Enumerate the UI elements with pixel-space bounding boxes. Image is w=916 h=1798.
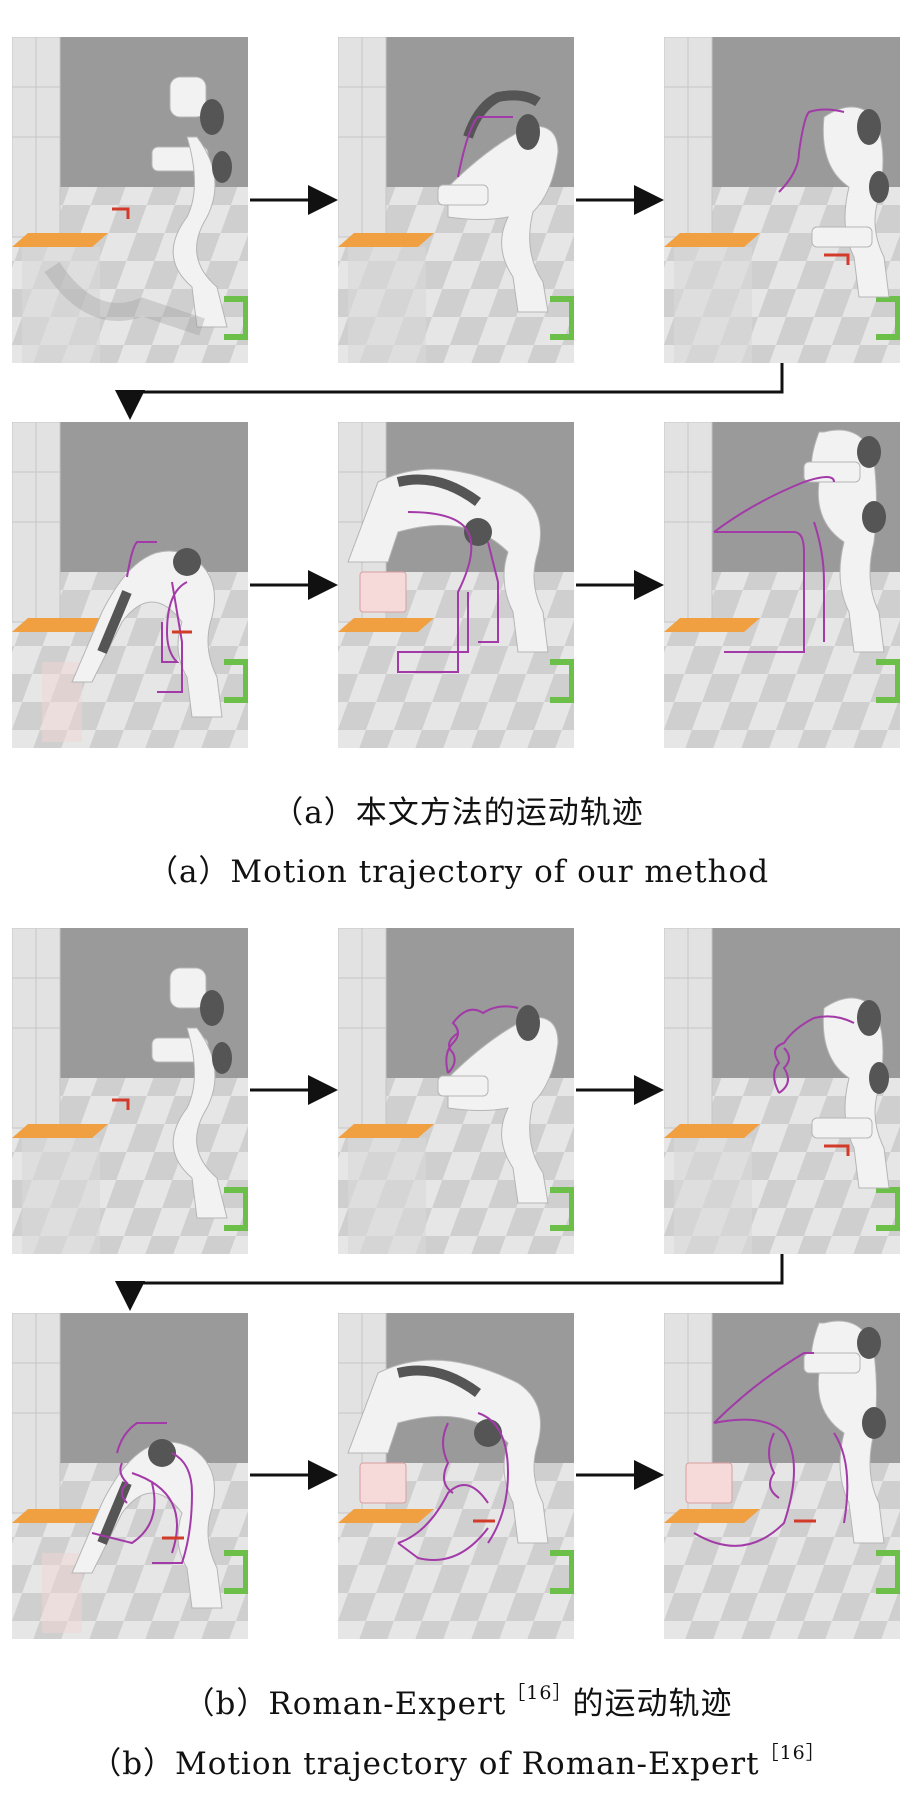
scene-b4-image — [12, 1313, 248, 1639]
scene-a3 — [664, 37, 900, 363]
scene-b2 — [338, 928, 574, 1254]
scene-b4 — [12, 1313, 248, 1639]
caption-b-en: （b）Motion trajectory of Roman-Expert［16］ — [0, 1738, 916, 1783]
scene-a1 — [12, 37, 248, 363]
scene-a1-image — [12, 37, 248, 363]
scene-b1-image — [12, 928, 248, 1254]
scene-a2-image — [338, 37, 574, 363]
scene-a4-image — [12, 422, 248, 748]
scene-a5-image — [338, 422, 574, 748]
scene-b1 — [12, 928, 248, 1254]
scene-b6-image — [664, 1313, 900, 1639]
scene-a5 — [338, 422, 574, 748]
scene-b3-image — [664, 928, 900, 1254]
scene-b2-image — [338, 928, 574, 1254]
caption-b-en-ref: ［16］ — [759, 1741, 826, 1764]
arrow-a-wrap — [115, 363, 784, 420]
trajectory-line — [457, 116, 513, 178]
caption-b-zh: （b）Roman-Expert［16］的运动轨迹 — [0, 1678, 916, 1723]
scene-a3-image — [664, 37, 900, 363]
scene-a6-image — [664, 422, 900, 748]
caption-a-zh: （a）本文方法的运动轨迹 — [272, 795, 644, 831]
caption-b-en-prefix: （b）Motion trajectory of Roman-Expert — [90, 1746, 760, 1782]
scene-a6 — [664, 422, 900, 748]
scene-b6 — [664, 1313, 900, 1639]
scene-a2 — [338, 37, 574, 363]
scene-b5-image — [338, 1313, 574, 1639]
arrow-b-wrap — [115, 1254, 784, 1311]
caption-b-zh-prefix: （b）Roman-Expert — [183, 1686, 507, 1722]
scene-b3 — [664, 928, 900, 1254]
caption-b-zh-ref: ［16］ — [506, 1681, 573, 1704]
caption-b-zh-suffix: 的运动轨迹 — [572, 1686, 733, 1722]
scene-a4 — [12, 422, 248, 748]
caption-a-en: （a）Motion trajectory of our method — [146, 854, 770, 890]
scene-b5 — [338, 1313, 574, 1639]
